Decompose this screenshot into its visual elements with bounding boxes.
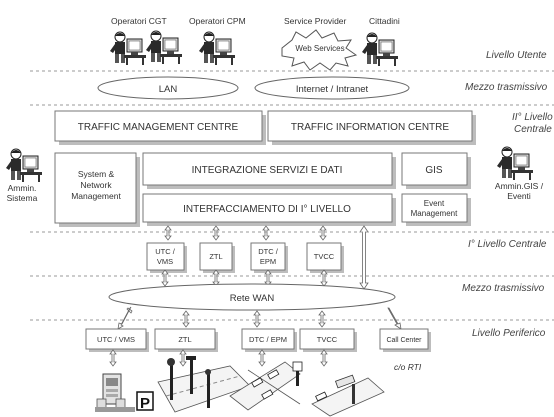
system-line3: Management bbox=[71, 191, 121, 201]
layer-livello1-centrale: I° Livello Centrale bbox=[468, 239, 547, 250]
operator-cpm-icon bbox=[198, 31, 236, 66]
l1-tvcc-label: TVCC bbox=[314, 252, 335, 261]
l1-utc-line1: UTC / bbox=[155, 247, 175, 256]
per-ztl-label: ZTL bbox=[178, 335, 191, 344]
peripheral-field-arrows bbox=[109, 349, 328, 367]
tmc-label: TRAFFIC MANAGEMENT CENTRE bbox=[78, 122, 239, 133]
parking-sign-icon: P bbox=[136, 391, 154, 412]
per-tvcc-label: TVCC bbox=[317, 335, 338, 344]
web-services-burst-icon bbox=[281, 29, 358, 71]
web-services-label: Web Services bbox=[295, 44, 344, 53]
wan-peripheral-arrows bbox=[117, 306, 402, 330]
event-management bbox=[401, 193, 468, 223]
label-service-provider: Service Provider bbox=[284, 16, 347, 26]
per-call-center bbox=[379, 328, 429, 350]
cittadino-icon bbox=[361, 32, 399, 67]
l1-dtc-line2: EPM bbox=[260, 257, 276, 266]
interfacciamento-primo-livello bbox=[142, 193, 393, 223]
l1-ztl-label: ZTL bbox=[209, 252, 222, 261]
event-line1: Event bbox=[424, 199, 445, 208]
admin-gis-line1: Ammin.GIS / bbox=[495, 181, 544, 191]
system-line2: Network bbox=[80, 180, 112, 190]
label-operatori-cgt: Operatori CGT bbox=[111, 16, 167, 26]
label-cittadini: Cittadini bbox=[369, 16, 400, 26]
layer-livello-utente: Livello Utente bbox=[486, 50, 547, 61]
dtc-intersection-icon bbox=[229, 361, 303, 411]
label-operatori-cpm: Operatori CPM bbox=[189, 16, 246, 26]
per-call-center-label: Call Center bbox=[386, 337, 422, 344]
l1-utc-line2: VMS bbox=[157, 257, 173, 266]
layer-mezzo-trasmissivo-2: Mezzo trasmissivo bbox=[462, 283, 545, 294]
per-dtc-epm-label: DTC / EPM bbox=[249, 335, 287, 344]
event-line2: Management bbox=[411, 209, 458, 218]
internet-network bbox=[254, 76, 410, 100]
admin-sistema-icon bbox=[5, 148, 43, 183]
admin-gis-line2: Eventi bbox=[507, 191, 531, 201]
tvcc-camera-icon bbox=[311, 374, 385, 417]
admin-sistema-line2: Sistema bbox=[7, 193, 38, 203]
operator-cgt-icon bbox=[109, 31, 147, 66]
rti-label: c/o RTI bbox=[394, 362, 422, 372]
per-utc-vms bbox=[85, 328, 147, 350]
vms-cabinet-icon bbox=[95, 373, 135, 412]
layer-livello2-line2: Centrale bbox=[514, 124, 552, 135]
l1-dtc-line1: DTC / bbox=[258, 247, 278, 256]
internet-label: Internet / Intranet bbox=[296, 84, 369, 95]
central-vertical-arrow bbox=[359, 225, 369, 290]
interface-level1-arrows bbox=[164, 225, 327, 241]
admin-sistema-line1: Ammin. bbox=[8, 183, 37, 193]
integrazione-label: INTEGRAZIONE SERVIZI E DATI bbox=[192, 165, 343, 176]
traffic-management-centre bbox=[54, 110, 263, 142]
parking-letter: P bbox=[140, 395, 150, 412]
per-utc-vms-label: UTC / VMS bbox=[97, 335, 135, 344]
ztl-street-icon bbox=[157, 356, 251, 413]
layer-livello-periferico: Livello Periferico bbox=[472, 328, 546, 339]
l1-utc-vms bbox=[146, 242, 185, 271]
gis-label: GIS bbox=[425, 165, 443, 176]
wan-network bbox=[108, 283, 396, 311]
tic-label: TRAFFIC INFORMATION CENTRE bbox=[291, 122, 449, 133]
system-line1: System & bbox=[78, 169, 115, 179]
layer-mezzo-trasmissivo-1: Mezzo trasmissivo bbox=[465, 82, 548, 93]
lan-network bbox=[97, 76, 239, 100]
l1-tvcc bbox=[306, 242, 342, 271]
lan-label: LAN bbox=[159, 84, 178, 95]
traffic-information-centre bbox=[267, 110, 473, 142]
per-ztl bbox=[154, 328, 216, 350]
layer-livello2-line1: II° Livello bbox=[512, 112, 553, 123]
admin-gis-icon bbox=[496, 146, 534, 181]
integrazione-servizi-dati bbox=[142, 152, 393, 186]
system-network-management bbox=[54, 152, 137, 224]
wan-label: Rete WAN bbox=[230, 293, 275, 304]
per-tvcc bbox=[299, 328, 355, 350]
gis-box bbox=[401, 152, 468, 186]
interfacciamento-label: INTERFACCIAMENTO DI I° LIVELLO bbox=[183, 204, 351, 215]
per-dtc-epm bbox=[241, 328, 295, 350]
level1-wan-arrows bbox=[161, 269, 328, 287]
l1-dtc-epm bbox=[250, 242, 286, 271]
operator-cgt-2-icon bbox=[145, 30, 183, 65]
